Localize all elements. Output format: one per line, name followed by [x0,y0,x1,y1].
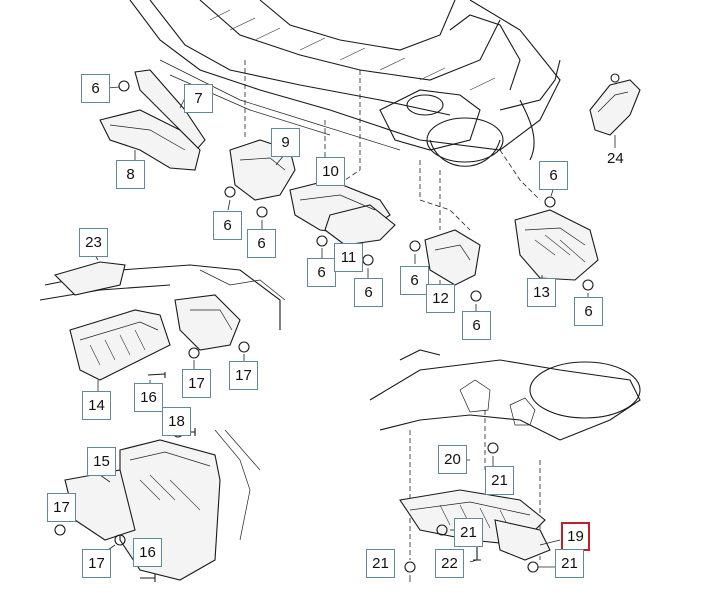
callout-18[interactable]: 18 [162,407,191,436]
callout-13[interactable]: 13 [527,278,556,307]
bracket-13 [514,189,599,300]
mount-10-11 [289,179,396,278]
callout-21[interactable]: 21 [555,549,584,578]
callout-6[interactable]: 6 [247,229,276,258]
callout-21[interactable]: 21 [454,518,483,547]
callout-21[interactable]: 21 [485,466,514,495]
callout-19-selected[interactable]: 19 [561,522,590,551]
bracket-12 [409,229,482,312]
part-24 [589,73,641,148]
callout-23[interactable]: 23 [79,228,108,257]
callout-8[interactable]: 8 [116,160,145,189]
left-middle-assembly [39,254,286,394]
callout-22[interactable]: 22 [435,549,464,578]
callout-17[interactable]: 17 [229,361,258,390]
callout-16[interactable]: 16 [134,383,163,412]
callout-15[interactable]: 15 [87,447,116,476]
callout-6[interactable]: 6 [81,74,110,103]
callout-6[interactable]: 6 [307,258,336,287]
bottom-right-assembly [369,349,641,582]
callout-21[interactable]: 21 [366,549,395,578]
callout-6[interactable]: 6 [213,211,242,240]
callout-14[interactable]: 14 [82,391,111,420]
callout-6[interactable]: 6 [462,311,491,340]
callout-20[interactable]: 20 [438,445,467,474]
callout-17[interactable]: 17 [82,549,111,578]
callout-11[interactable]: 11 [334,243,363,272]
callout-6[interactable]: 6 [354,278,383,307]
bracket-7-8 [99,69,206,171]
callout-10[interactable]: 10 [316,157,345,186]
callout-6[interactable]: 6 [574,297,603,326]
bottom-left-assembly [54,424,261,582]
callout-6[interactable]: 6 [400,266,429,295]
callout-7[interactable]: 7 [184,84,213,113]
callout-17[interactable]: 17 [182,369,211,398]
callout-9[interactable]: 9 [271,128,300,157]
callout-17[interactable]: 17 [47,493,76,522]
callout-16[interactable]: 16 [133,538,162,567]
callout-12[interactable]: 12 [426,284,455,313]
part-label-24[interactable]: 24 [607,150,624,167]
callout-6[interactable]: 6 [539,161,568,190]
